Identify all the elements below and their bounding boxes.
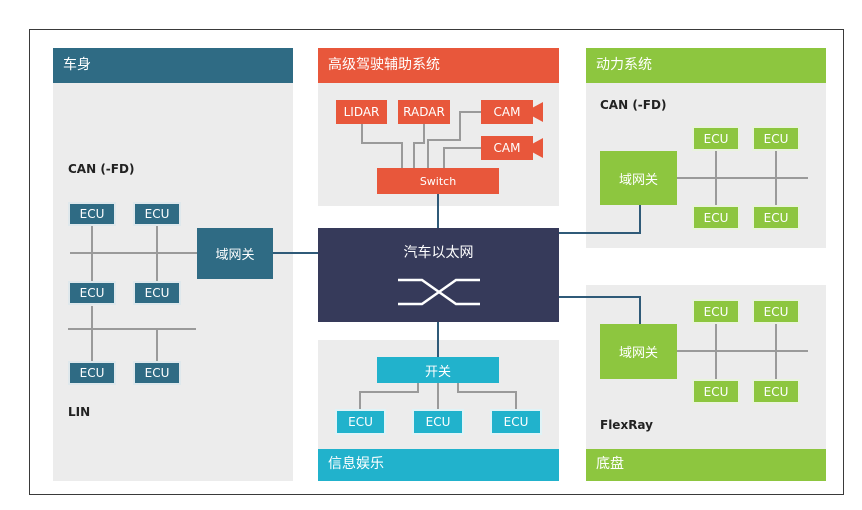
bus-label-can-fd-body: CAN (-FD) xyxy=(68,162,135,176)
automotive-ethernet-backbone: 汽车以太网 xyxy=(318,228,559,322)
bus-label-can-fd-power: CAN (-FD) xyxy=(600,98,667,112)
gateway-powertrain: 域网关 xyxy=(600,151,677,205)
gateway-chassis: 域网关 xyxy=(600,324,677,379)
ecu-power-1: ECU xyxy=(692,126,740,151)
ecu-chassis-3: ECU xyxy=(692,379,740,404)
ecu-power-4: ECU xyxy=(752,205,800,230)
camera-lens-icon-2 xyxy=(532,138,543,158)
ecu-power-2: ECU xyxy=(752,126,800,151)
bus-label-lin: LIN xyxy=(68,405,91,419)
zone-header-chassis: 底盘 xyxy=(586,449,826,481)
zone-header-powertrain: 动力系统 xyxy=(586,48,826,83)
camera-sensor-1: CAM xyxy=(481,100,533,124)
diagram-frame xyxy=(29,29,844,495)
bus-label-flexray: FlexRay xyxy=(600,418,653,432)
ecu-info-1: ECU xyxy=(335,409,386,435)
ecu-body-3: ECU xyxy=(68,281,116,305)
ecu-info-3: ECU xyxy=(490,409,542,435)
ecu-body-2: ECU xyxy=(133,202,181,226)
ecu-chassis-1: ECU xyxy=(692,299,740,324)
zone-header-infotainment: 信息娱乐 xyxy=(318,449,559,481)
camera-label-2: CAM xyxy=(493,141,521,155)
lidar-sensor: LIDAR xyxy=(336,100,387,124)
infotainment-hub: 开关 xyxy=(377,357,499,383)
switch-cross-icon xyxy=(398,278,480,306)
camera-label-1: CAM xyxy=(493,105,521,119)
ecu-power-3: ECU xyxy=(692,205,740,230)
ecu-chassis-4: ECU xyxy=(752,379,800,404)
zone-header-adas: 高级驾驶辅助系统 xyxy=(318,48,559,83)
gateway-body: 域网关 xyxy=(197,228,273,279)
ecu-body-5: ECU xyxy=(68,361,116,385)
camera-sensor-2: CAM xyxy=(481,136,533,160)
ecu-body-1: ECU xyxy=(68,202,116,226)
ecu-info-2: ECU xyxy=(412,409,464,435)
ecu-chassis-2: ECU xyxy=(752,299,800,324)
ethernet-switch: Switch xyxy=(377,168,499,194)
ethernet-label: 汽车以太网 xyxy=(403,245,474,261)
zone-header-body: 车身 xyxy=(53,48,293,83)
radar-sensor: RADAR xyxy=(398,100,450,124)
ecu-body-6: ECU xyxy=(133,361,181,385)
ecu-body-4: ECU xyxy=(133,281,181,305)
camera-lens-icon-1 xyxy=(532,102,543,122)
